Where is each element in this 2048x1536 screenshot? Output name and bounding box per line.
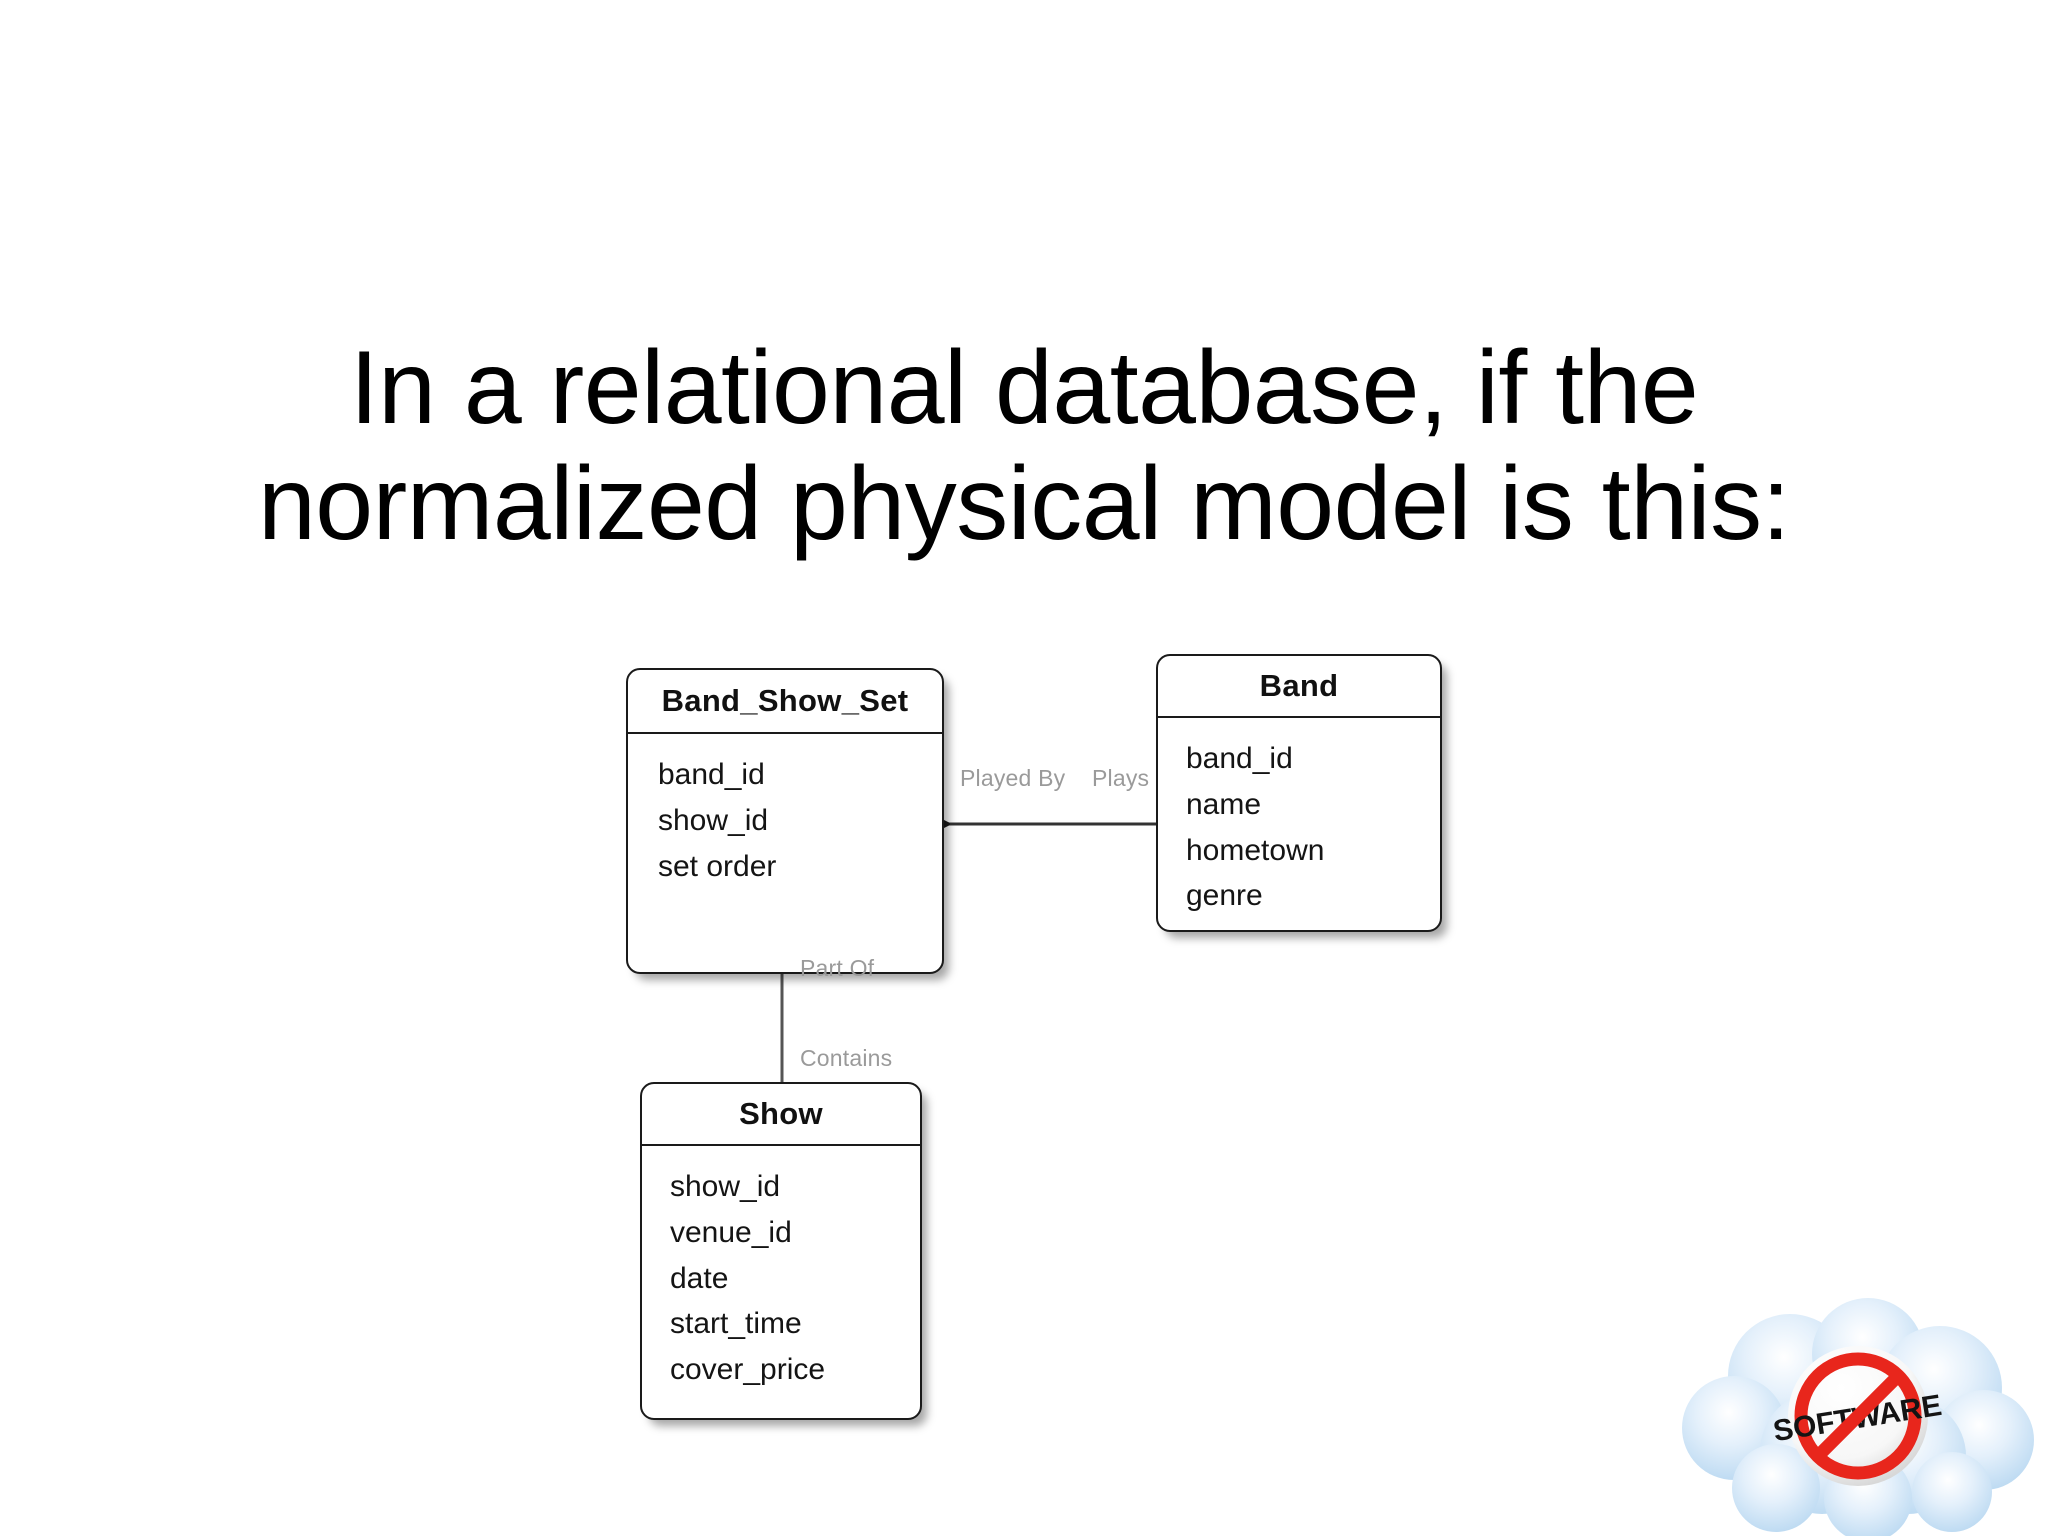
attribute: hometown: [1186, 833, 1325, 867]
attribute: set order: [658, 849, 777, 883]
entity-band-show-set-attributes: band_id show_id set order: [628, 734, 942, 903]
entity-show-attributes: show_id venue_id date start_time cover_p…: [642, 1146, 920, 1407]
relationship-label-played-by: Played By: [960, 765, 1066, 791]
relationship-label-part-of: Part Of: [800, 955, 875, 981]
page-title-line-1: In a relational database, if the: [349, 330, 1699, 446]
entity-show[interactable]: Show show_id venue_id date start_time co…: [640, 1082, 922, 1420]
relationship-label-contains: Contains: [800, 1045, 893, 1071]
entity-show-title: Show: [642, 1084, 920, 1146]
entity-band-attributes: band_id name hometown genre: [1158, 718, 1440, 930]
attribute: genre: [1186, 879, 1263, 913]
attribute: venue_id: [670, 1215, 792, 1249]
page-title: In a relational database, if the normali…: [170, 330, 1878, 563]
entity-band-show-set-title: Band_Show_Set: [628, 670, 942, 734]
connector-band-to-band-show-set: [908, 804, 1158, 844]
attribute: band_id: [1186, 742, 1293, 775]
cloud-icon: SOFTWARE: [1682, 1298, 2034, 1536]
entity-band[interactable]: Band band_id name hometown genre: [1156, 654, 1442, 932]
attribute: name: [1186, 787, 1262, 821]
entity-band-title: Band: [1158, 656, 1440, 718]
no-software-cloud-logo: SOFTWARE: [1672, 1292, 2044, 1536]
attribute: cover_price: [670, 1353, 826, 1387]
prohibition-sign-icon: SOFTWARE: [1771, 1346, 1944, 1486]
page-title-line-2: normalized physical model is this:: [257, 446, 1791, 563]
entity-band-show-set[interactable]: Band_Show_Set band_id show_id set order: [626, 668, 944, 974]
attribute: band_id: [658, 758, 765, 791]
attribute: start_time: [670, 1307, 802, 1341]
attribute: show_id: [670, 1170, 781, 1203]
attribute: show_id: [658, 803, 769, 837]
relationship-label-plays: Plays: [1092, 765, 1150, 791]
attribute: date: [670, 1261, 729, 1295]
